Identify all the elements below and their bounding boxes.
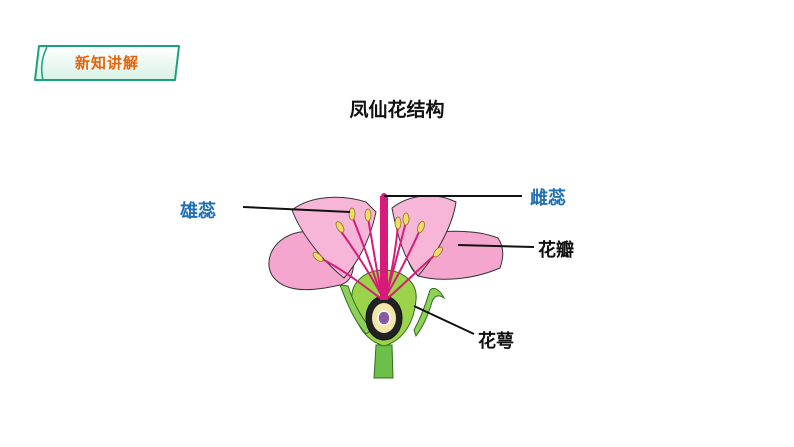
filament (387, 253, 437, 299)
label-sepal: 花萼 (478, 331, 514, 352)
section-tag-label: 新知讲解 (74, 54, 139, 72)
filament (385, 229, 421, 297)
section-tag: 新知讲解 (33, 43, 181, 83)
leader-line-petal (457, 244, 535, 248)
anthers (312, 207, 443, 262)
diagram-title: 凤仙花结构 (349, 99, 445, 121)
anther (335, 221, 345, 233)
label-petal: 花瓣 (538, 240, 574, 261)
label-stamen: 雄蕊 (180, 201, 216, 222)
anther (402, 212, 410, 226)
filament (367, 217, 383, 297)
leader-line-stamen (242, 206, 351, 213)
pistil-style (380, 196, 388, 300)
filament (319, 257, 381, 299)
anther (348, 207, 356, 221)
filament (385, 225, 399, 297)
filament (339, 229, 383, 297)
section-tag-frame (34, 45, 180, 81)
flower-stem (373, 344, 394, 379)
sepal-right (413, 287, 446, 338)
filaments (319, 215, 437, 299)
leader-line-sepal (413, 305, 475, 335)
anther (312, 252, 324, 262)
anther (364, 208, 372, 222)
label-pistil: 雌蕊 (530, 188, 566, 209)
petal-upper-left (291, 196, 377, 279)
anther (394, 216, 402, 230)
filament (351, 215, 383, 297)
anther (417, 220, 425, 234)
anther (433, 246, 443, 258)
ovule (377, 310, 391, 326)
